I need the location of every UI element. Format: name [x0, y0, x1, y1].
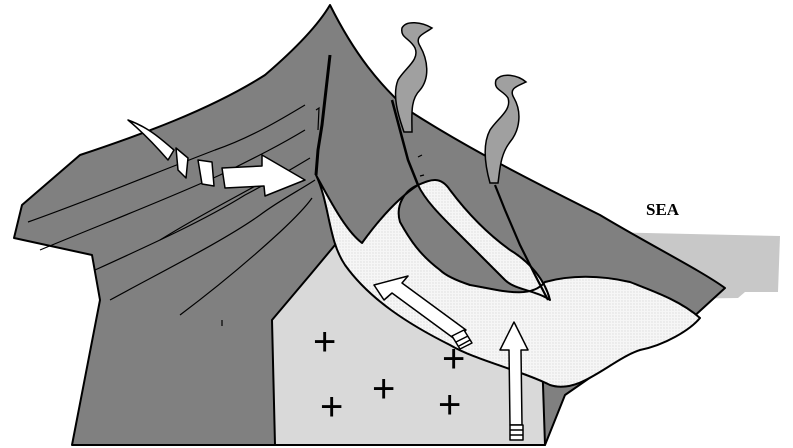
fault-ticks [221, 106, 425, 326]
sea-label: SEA [646, 200, 680, 219]
fault-line-left [314, 54, 332, 176]
fault-line-middle [390, 99, 420, 186]
wind-arrow [127, 119, 306, 197]
fluid-flow-arrow-vertical [499, 321, 529, 441]
pluton-plus-mark: + [313, 320, 336, 364]
pluton-plus-mark: + [442, 337, 465, 381]
fluid-flow-arrow-diagonal [373, 275, 473, 350]
steam-plume-left [394, 22, 434, 133]
pluton-plus-mark: + [320, 385, 343, 429]
fault-line-right [493, 184, 549, 301]
pluton-plus-mark: + [372, 367, 395, 411]
hydrothermal-zone [315, 174, 701, 388]
steam-plume-right [484, 74, 528, 184]
pluton-plus-mark: + [438, 383, 461, 427]
